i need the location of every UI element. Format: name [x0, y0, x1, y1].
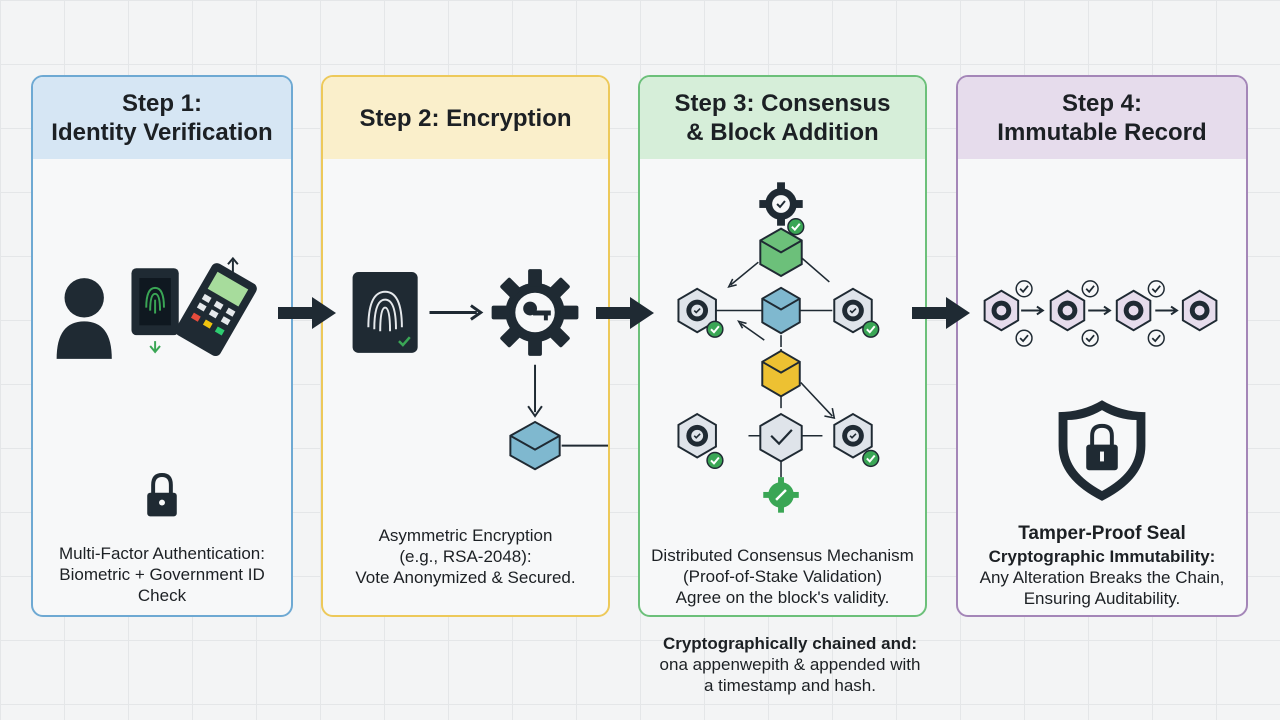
fingerprint-icon [352, 272, 418, 353]
block-icon [759, 227, 803, 278]
network-graph-icon [677, 182, 880, 513]
step-2-caption-line: Asymmetric Encryption [378, 526, 553, 545]
step-1-caption-line: Check [137, 586, 187, 605]
step-3-panel: Step 3: Consensus & Block Addition [638, 75, 927, 617]
step-4-caption-line: Ensuring Auditability. [1023, 589, 1181, 608]
step-1-title: Step 1: Identity Verification [33, 77, 291, 159]
validator-node-icon [677, 413, 724, 470]
step-2-title: Step 2: Encryption [323, 77, 608, 159]
step-4-caption-line: Any Alteration Breaks the Chain, [979, 568, 1225, 587]
step-3-title-line: & Block Addition [686, 119, 879, 146]
step-1-caption-line: Multi-Factor Authentication: [59, 544, 265, 563]
step-2-caption-line: (e.g., RSA-2048): [399, 547, 532, 566]
step-2-title-line: Step 2: Encryption [359, 104, 572, 132]
step-4-title-line: Step 4: [1061, 90, 1142, 117]
flow-arrow-icon [596, 297, 654, 329]
step-4-illustration [983, 280, 1218, 501]
arrow-icon [429, 304, 484, 321]
lock-icon [147, 473, 177, 517]
step-4-caption-heading: Tamper-Proof Seal [1018, 523, 1186, 544]
step-3-caption-line: Distributed Consensus Mechanism [651, 546, 914, 565]
step-1-caption: Multi-Factor Authentication: Biometric +… [33, 543, 291, 606]
chain-nodes-icon [983, 280, 1218, 347]
flow-arrow-icon [278, 297, 336, 329]
step-1-illustration [56, 256, 257, 517]
step-2-caption: Asymmetric Encryption (e.g., RSA-2048): … [323, 525, 608, 588]
step-4-caption-line: Cryptographic Immutability: [988, 547, 1216, 566]
step-1-panel: Step 1: Identity Verification [31, 75, 293, 617]
step-3-caption-line: Agree on the block's validity. [675, 588, 890, 607]
step-1-title-line: Identity Verification [51, 119, 273, 146]
step-4-title: Step 4: Immutable Record [958, 77, 1246, 159]
block-icon [759, 412, 803, 463]
footnote-line: ona appenwepith & appended with [659, 655, 921, 674]
step-2-panel: Step 2: Encryption [321, 75, 610, 617]
step-1-title-line: Step 1: [121, 90, 202, 117]
fingerprint-scanner-icon [131, 268, 179, 354]
validator-node-icon [833, 287, 880, 339]
step-2-caption-line: Vote Anonymized & Secured. [355, 568, 576, 587]
footnote-line: Cryptographically chained and: [662, 634, 918, 653]
step-3-caption: Distributed Consensus Mechanism (Proof-o… [640, 545, 925, 608]
consensus-gear-icon [763, 477, 799, 513]
user-icon [56, 278, 112, 359]
step-4-panel: Step 4: Immutable Record [956, 75, 1248, 617]
shield-lock-icon [1058, 400, 1146, 501]
block-icon [761, 286, 801, 335]
block-icon [761, 349, 801, 398]
arrow-icon [527, 364, 543, 418]
footnote-line: a timestamp and hash. [704, 676, 876, 695]
validator-node-icon [833, 413, 880, 468]
footnote: Cryptographically chained and: ona appen… [620, 633, 960, 696]
step-2-illustration [352, 269, 608, 471]
step-1-caption-line: Biometric + Government ID [59, 565, 265, 584]
card-reader-icon [175, 256, 257, 357]
encrypted-block-icon [509, 420, 561, 471]
step-3-title-line: Step 3: Consensus [674, 90, 891, 117]
step-3-title: Step 3: Consensus & Block Addition [640, 77, 925, 159]
validator-node-icon [677, 287, 724, 339]
flow-arrow-icon [912, 297, 970, 329]
key-gear-icon [491, 269, 579, 356]
step-4-caption: Tamper-Proof Seal Cryptographic Immutabi… [958, 522, 1246, 609]
step-4-title-line: Immutable Record [997, 119, 1207, 146]
step-3-caption-line: (Proof-of-Stake Validation) [682, 567, 883, 586]
validator-gear-icon [759, 182, 805, 236]
